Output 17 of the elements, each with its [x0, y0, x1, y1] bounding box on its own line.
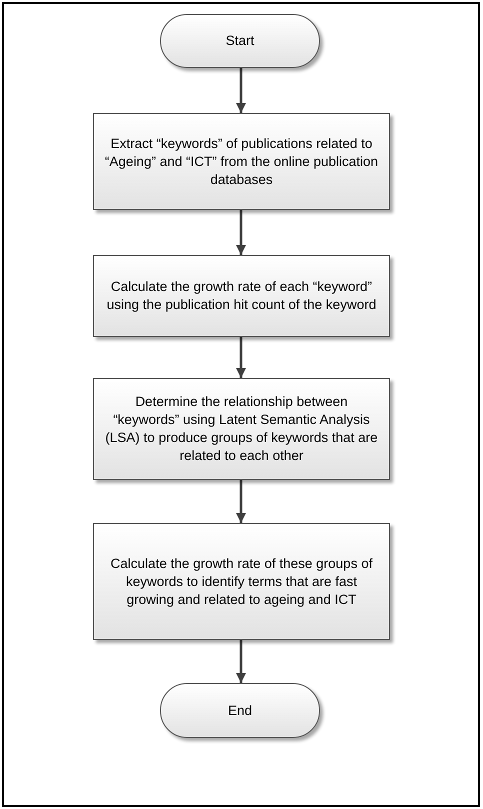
arrow [236, 337, 246, 378]
node-text: Start [226, 32, 254, 50]
terminal-shape [160, 683, 320, 738]
arrow [236, 480, 246, 523]
arrow [236, 640, 246, 683]
process-box [93, 378, 390, 480]
node-text: Extract “keywords” of publications related to “Ageing” and “ICT” from the online publication databases [104, 134, 379, 188]
node-text: Calculate the growth rate of these groups of keywords to identify terms that are fast growing and related to ageing and ICT [110, 554, 374, 608]
node-text: End [228, 702, 252, 720]
terminal-shape [160, 14, 320, 68]
node-text: Determine the relationship between “keywords” using Latent Semantic Analysis (LSA) to produce groups of keywords that are related to each other [104, 393, 379, 465]
arrow [236, 68, 246, 113]
process-box [93, 523, 390, 640]
process-box [93, 113, 390, 210]
process-box [93, 255, 390, 337]
arrow [236, 210, 246, 255]
node-text: Calculate the growth rate of each “keyword” using the publication hit count of the keyword [106, 278, 378, 314]
